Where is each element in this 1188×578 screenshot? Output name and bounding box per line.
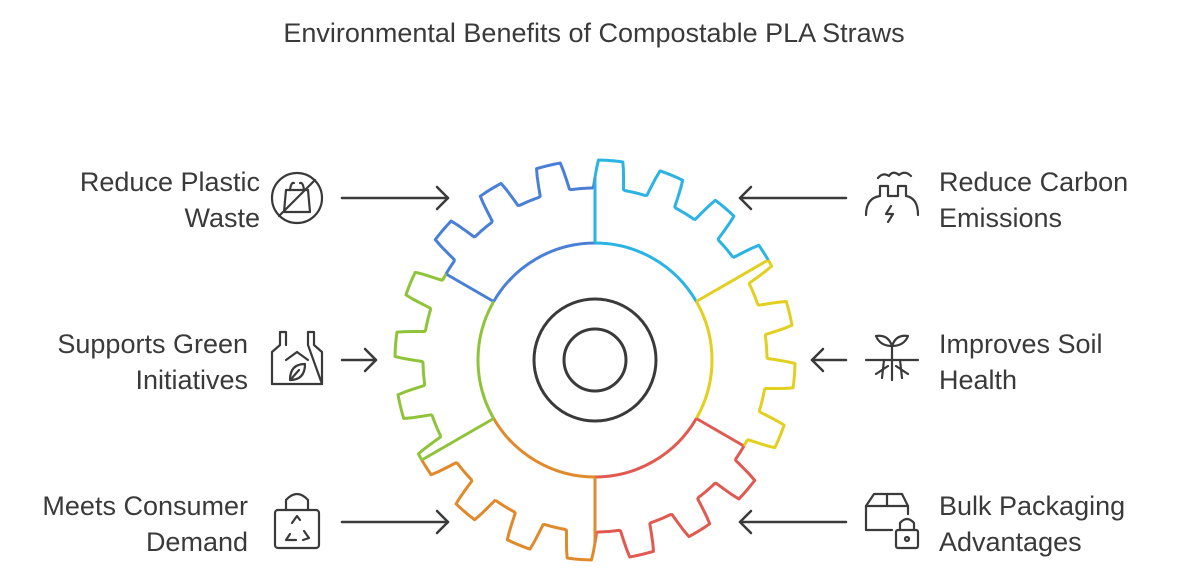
- gear-segment-red-spoke: [695, 417, 744, 447]
- arrow-packaging: [738, 509, 848, 535]
- gear-segment-red-inner-arc: [594, 417, 698, 479]
- gear-outline: [393, 158, 797, 562]
- recycle-bag-icon: [273, 492, 321, 550]
- arrow-reduce-plastic: [340, 185, 450, 211]
- gear-inner-ring: [421, 178, 769, 542]
- gear-segment-green-spoke: [421, 417, 495, 461]
- arrow-soil: [810, 347, 848, 373]
- arrow-consumer-demand: [340, 509, 450, 535]
- locked-box-icon: [864, 492, 920, 550]
- gear-segment-red: [593, 445, 757, 559]
- green-factory-icon: [270, 330, 324, 386]
- gear-segment-green: [393, 270, 448, 461]
- gear-segment-blue: [433, 161, 597, 275]
- gear-segment-orange-inner-arc: [492, 417, 596, 479]
- gear-segment-yellow-inner-arc: [695, 300, 714, 420]
- plant-roots-icon: [864, 334, 920, 382]
- gear-segment-yellow: [742, 259, 797, 450]
- gear-segment-green-inner-arc: [476, 300, 495, 420]
- arrow-supports-green: [340, 347, 378, 373]
- factory-emissions-icon: [864, 171, 920, 224]
- gear-hub-outer: [532, 297, 658, 423]
- gear-segment-yellow-spoke: [695, 259, 769, 303]
- gear-segment-orange: [420, 459, 597, 562]
- gear-segment-cyan: [593, 158, 770, 261]
- gear-segment-blue-inner-arc: [492, 241, 596, 303]
- no-plastic-bag-icon: [270, 171, 324, 225]
- gear-segment-blue-spoke: [446, 273, 495, 303]
- diagram-title: Environmental Benefits of Compostable PL…: [283, 18, 905, 48]
- gear-segment-cyan-inner-arc: [594, 241, 698, 303]
- gear-hub-inner: [562, 327, 628, 393]
- arrow-carbon: [738, 185, 848, 211]
